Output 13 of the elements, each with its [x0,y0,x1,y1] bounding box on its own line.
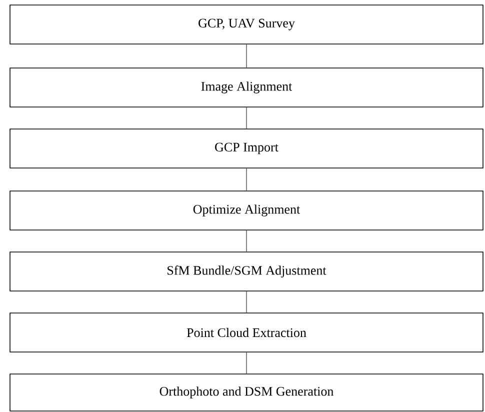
connector-line [246,168,247,191]
process-box: GCP, UAV Survey [10,4,484,44]
process-box: Optimize Alignment [10,190,484,230]
connector-line [246,44,247,68]
connector-line [246,230,247,252]
connector-line [246,352,247,374]
process-box: Orthophoto and DSM Generation [10,374,484,412]
process-box: Image Alignment [10,68,484,108]
connector-line [246,107,247,129]
process-box: SfM Bundle/SGM Adjustment [10,252,484,292]
connector-line [246,291,247,313]
process-box: Point Cloud Extraction [10,312,484,352]
process-box: GCP Import [10,128,484,168]
